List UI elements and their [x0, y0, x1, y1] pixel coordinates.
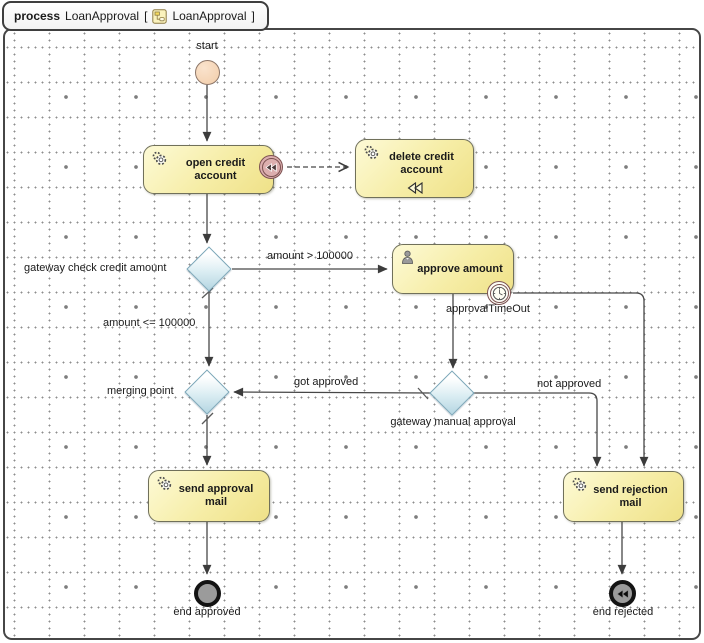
gateway-check-label: gateway check credit amount [24, 262, 167, 274]
service-task-gear-icon [572, 477, 587, 491]
task-label: approve amount [417, 262, 503, 275]
gateway-manual-approval[interactable] [429, 370, 475, 416]
frame-ref-name: LoanApproval [172, 9, 247, 23]
start-event[interactable] [195, 60, 220, 85]
end-rejected-label: end rejected [592, 606, 654, 618]
compensation-marker-icon [407, 182, 423, 194]
diagram-canvas[interactable] [3, 28, 701, 640]
gateway-diamond [184, 369, 230, 415]
flow-not-approved-to-send-rejection[interactable] [471, 392, 602, 467]
gateway-manual-label: gateway manual approval [390, 416, 516, 428]
task-label: send rejection mail [593, 483, 668, 509]
service-task-gear-icon [157, 476, 172, 490]
service-task-gear-icon [364, 145, 379, 159]
process-diagram-icon [152, 8, 168, 24]
flow-label-amount-gt: amount > 100000 [267, 250, 353, 262]
flow-timeout-to-send-rejection[interactable] [513, 292, 649, 467]
compensation-boundary-inner-ring [261, 157, 281, 177]
end-approved-label: end approved [173, 606, 241, 618]
task-delete-credit-account[interactable]: delete credit account [355, 139, 474, 198]
frame-open-bracket: [ [144, 9, 148, 23]
timer-boundary-inner-ring [489, 283, 509, 303]
gateway-merging-point[interactable] [184, 369, 230, 415]
task-send-rejection-mail[interactable]: send rejection mail [563, 471, 684, 522]
start-event-label: start [196, 40, 218, 52]
default-flow-slash-manual-gateway [417, 387, 429, 400]
gateway-diamond [186, 246, 232, 292]
timer-boundary-label: approvalTimeOut [446, 303, 530, 315]
frame-close-bracket: ] [251, 9, 255, 23]
flow-label-got-approved: got approved [294, 376, 359, 388]
end-event-rejected[interactable] [609, 580, 636, 607]
task-label: send approval mail [178, 483, 254, 508]
default-flow-slash-merging-point [201, 412, 214, 425]
compensation-marker-icon [265, 162, 277, 172]
compensation-boundary-event[interactable] [259, 155, 283, 179]
timer-clock-icon [492, 286, 506, 300]
gateway-check-credit-amount[interactable] [186, 246, 232, 292]
gateway-diamond [429, 370, 475, 416]
frame-kind-label: process [14, 9, 61, 23]
gateway-merging-label: merging point [107, 385, 174, 397]
diagram-frame-tab[interactable]: process LoanApproval [ LoanApproval ] [2, 1, 269, 31]
flow-label-amount-le: amount <= 100000 [103, 317, 196, 329]
task-open-credit-account[interactable]: open credit account [143, 145, 274, 194]
flow-label-not-approved: not approved [537, 378, 602, 390]
frame-process-name: LoanApproval [65, 9, 140, 23]
end-event-approved[interactable] [194, 580, 221, 607]
default-flow-slash-check-gateway [201, 287, 214, 299]
task-label: delete credit account [389, 150, 454, 176]
service-task-gear-icon [152, 151, 167, 165]
user-task-person-icon [402, 250, 413, 264]
timer-boundary-event[interactable] [487, 281, 511, 305]
task-label: open credit account [185, 156, 246, 182]
compensation-end-marker-icon [616, 588, 629, 599]
flow-got-approved-to-merging[interactable] [233, 387, 432, 397]
task-send-approval-mail[interactable]: send approval mail [148, 470, 270, 522]
